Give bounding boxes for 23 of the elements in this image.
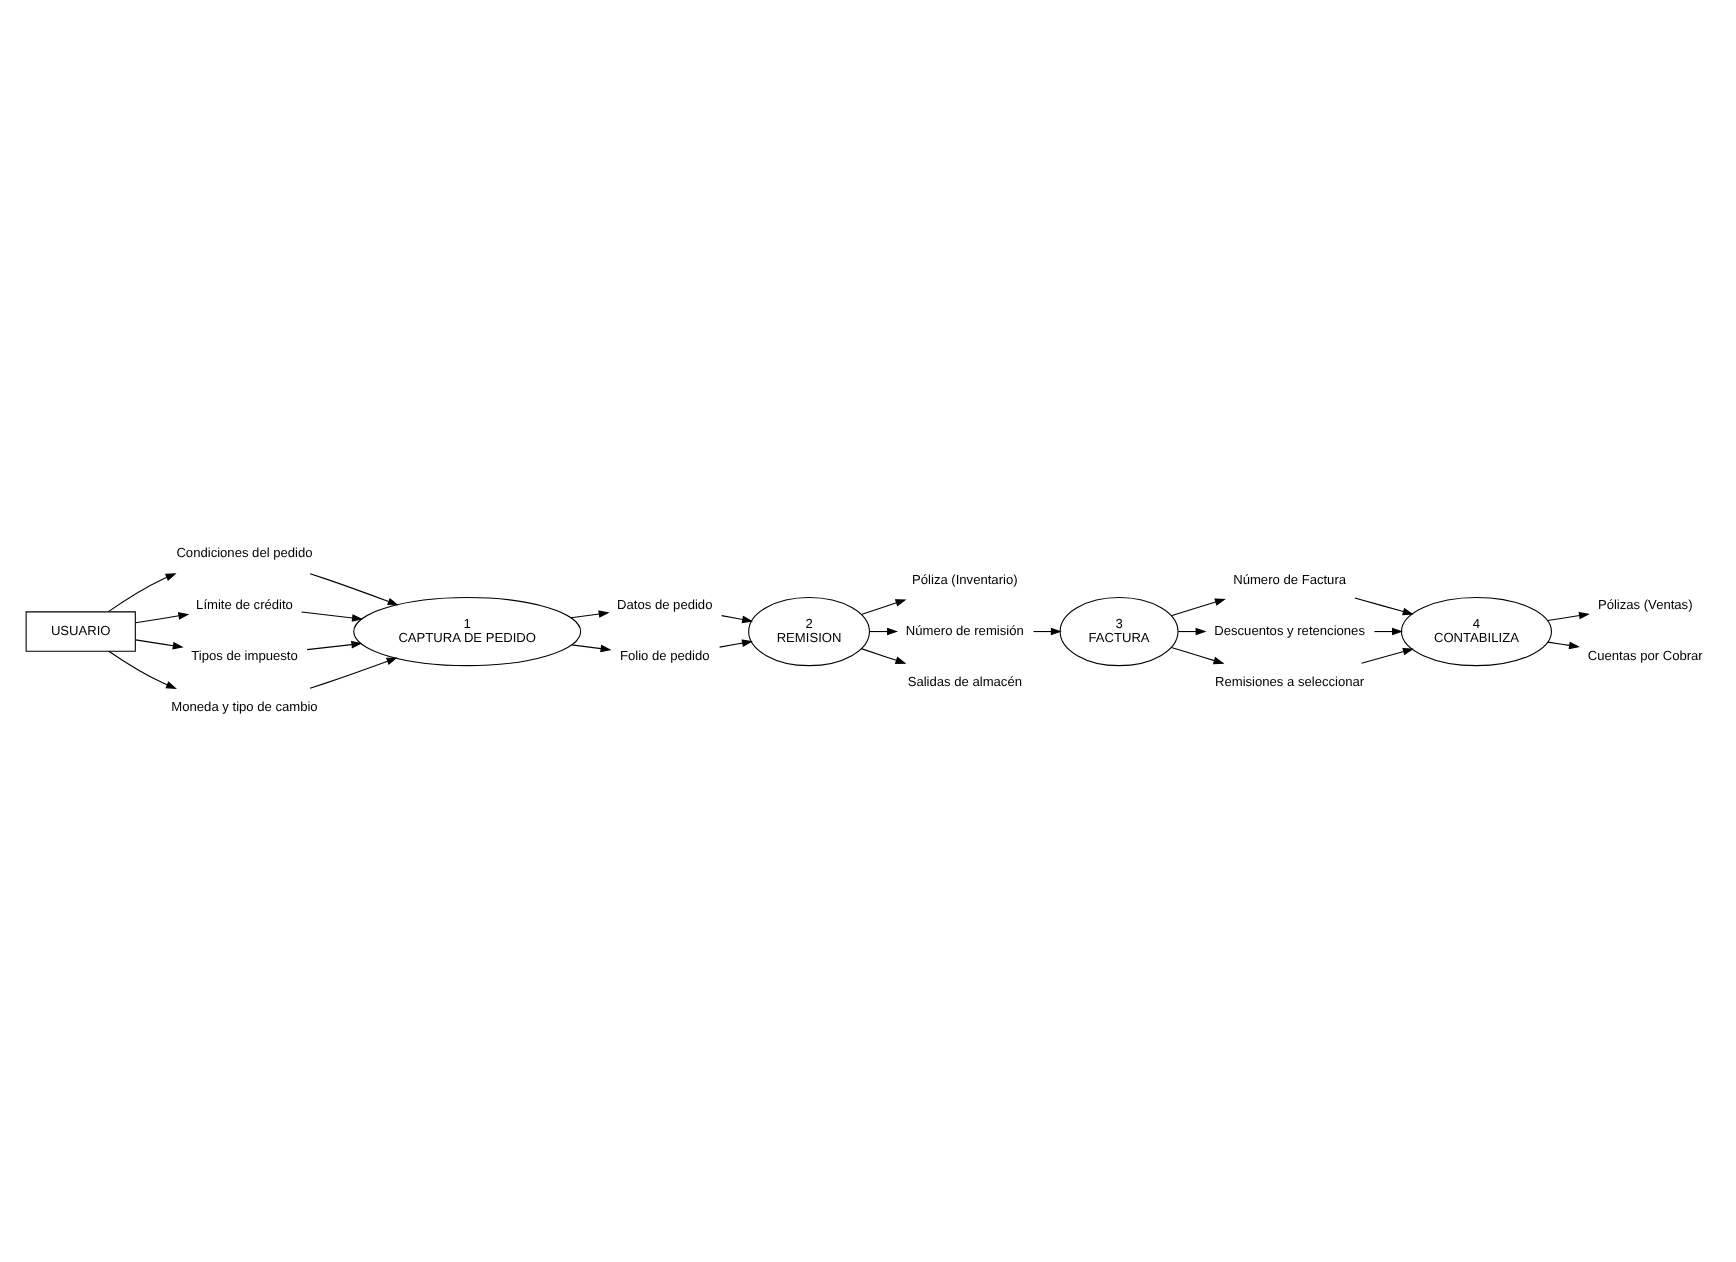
arrow	[570, 644, 611, 653]
arrow	[1169, 646, 1224, 665]
arrow	[720, 615, 753, 624]
arrow	[1353, 597, 1413, 616]
arrow	[1372, 627, 1402, 636]
arrow	[134, 639, 183, 650]
arrow	[308, 657, 397, 689]
arrow	[107, 650, 176, 689]
arrow	[1031, 627, 1061, 636]
arrow	[1546, 641, 1579, 650]
arrow	[569, 610, 609, 619]
arrow	[1360, 647, 1413, 664]
arrow	[305, 640, 362, 651]
arrow	[106, 573, 176, 613]
arrow	[300, 611, 362, 622]
arrow	[859, 648, 906, 664]
arrow	[308, 573, 398, 606]
arrow	[134, 612, 189, 624]
arrow	[1169, 598, 1225, 617]
arrow	[718, 639, 752, 648]
arrow	[1546, 611, 1589, 622]
arrow	[1176, 627, 1206, 636]
arrow	[859, 599, 906, 615]
